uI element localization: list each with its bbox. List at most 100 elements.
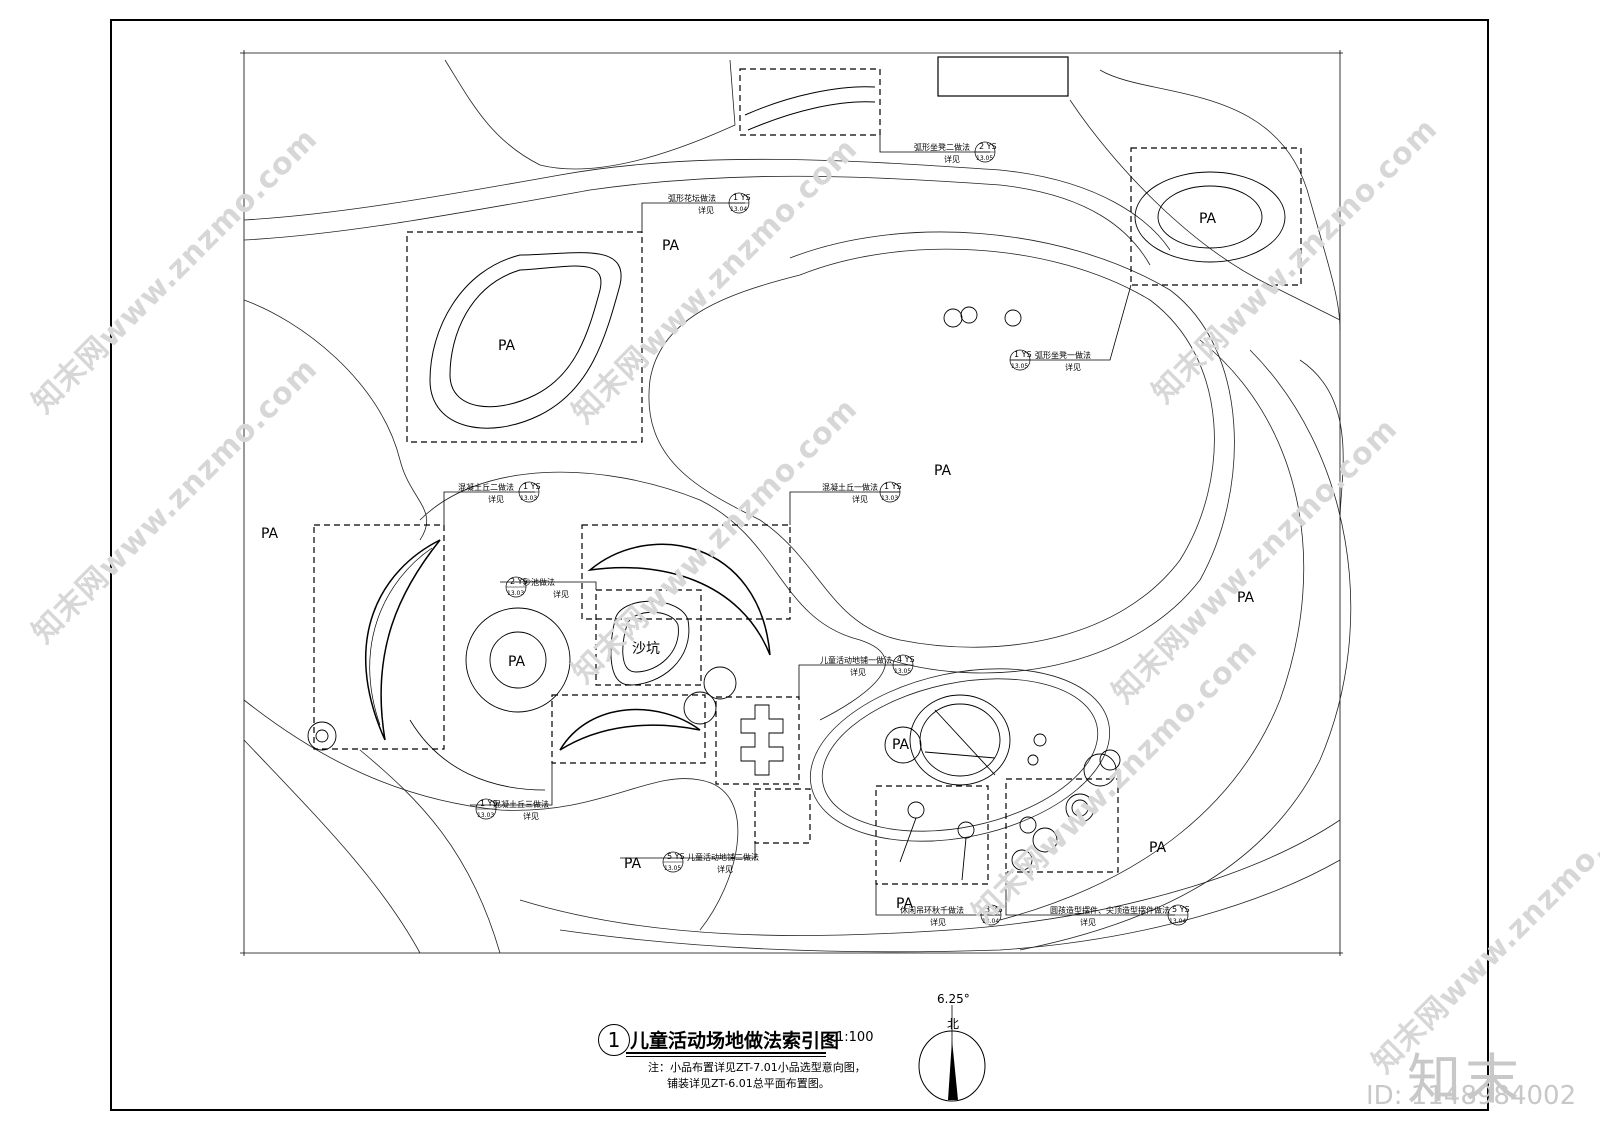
arc-bench-inner: [747, 101, 876, 131]
callout-text: 混凝土丘三做法: [493, 799, 549, 809]
callout-sheet: 13.03: [881, 495, 898, 502]
left-lawn: [243, 299, 428, 541]
callout-box-sand: [595, 589, 702, 686]
drop-planter-outer: [429, 252, 622, 429]
trees-c: [1004, 309, 1022, 327]
callout-text: 弧形坐凳二做法: [914, 142, 970, 152]
callout-sheet: 13.03: [520, 495, 537, 502]
crescent-mound-bottom: [559, 708, 701, 751]
callout-sheet: 13.04: [1169, 918, 1186, 925]
title-underline: [626, 1052, 826, 1054]
callout-box-drop-planter: [406, 231, 643, 443]
pa-label: PA: [261, 526, 279, 542]
sand-pit-inner: [622, 611, 679, 673]
callout-number: 4 YS: [897, 655, 915, 664]
callout-box-arc-bench: [739, 68, 881, 136]
round-plaza-outer: [465, 607, 571, 713]
pa-label: PA: [1149, 840, 1167, 856]
building-block: [937, 56, 1069, 97]
leader-5: [789, 491, 900, 525]
crescent-mound-left-inner: [369, 547, 433, 726]
tr-planter-outer: [1134, 171, 1286, 263]
pa-label: PA: [934, 463, 952, 479]
swing-bar-b: [924, 751, 996, 759]
callout-number: 1 YS: [884, 482, 902, 491]
callout-box-footprints: [754, 788, 811, 844]
crescent-mound-left: [364, 539, 441, 741]
callout-sheet: 13.04: [982, 918, 999, 925]
swing-bar-a: [934, 709, 996, 776]
brand-logo: 知末: [1407, 1048, 1523, 1111]
ornament-2: [1071, 799, 1089, 817]
trees-b: [960, 306, 978, 324]
leader-4: [443, 491, 535, 525]
right-band-e: [1069, 99, 1341, 321]
title-number: 1: [598, 1024, 630, 1056]
callout-text: 弧形花坛做法: [668, 193, 716, 203]
drawing-scale: 1:100: [836, 1030, 874, 1045]
north-label: 北: [947, 1017, 959, 1031]
swing-arm-b: [961, 837, 967, 881]
drawing-note-line-2: 铺装详见ZT-6.01总平面布置图。: [667, 1077, 830, 1090]
drop-planter-inner: [449, 265, 602, 408]
leader-8: [470, 763, 553, 806]
callout-ref: 详见: [850, 667, 866, 677]
swing-post-a: [907, 801, 925, 819]
right-band-b: [1019, 349, 1352, 951]
callout-text: 混凝土丘二做法: [458, 482, 514, 492]
path-top-a: [243, 158, 1171, 251]
callout-box-mound-top: [581, 524, 791, 620]
callout-text: 混凝土丘一做法: [822, 482, 878, 492]
callout-number: 5 YS: [1172, 905, 1190, 914]
right-band-d: [1099, 69, 1341, 331]
callout-text: 弧形坐凳一做法: [1035, 350, 1091, 360]
callout-box-swing: [875, 785, 989, 885]
callout-box-tr-planter: [1130, 147, 1302, 286]
callout-ref: 详见: [488, 494, 504, 504]
post-d: [1083, 753, 1117, 787]
pa-label: PA: [624, 856, 642, 872]
callout-text: 沙池做法: [523, 577, 555, 587]
callout-number: 1 YS: [480, 799, 498, 808]
callout-box-ornaments: [1005, 778, 1119, 873]
callout-sheet: 13.04: [730, 206, 747, 213]
sand-pit-label: 沙坑: [632, 641, 660, 657]
play-pad-inner: [821, 678, 1099, 832]
swing-post-b: [957, 821, 975, 839]
leader-6: [500, 581, 597, 590]
callout-ref: 详见: [523, 811, 539, 821]
pa-ring-small: [884, 726, 922, 764]
pa-label: PA: [1237, 590, 1255, 606]
callout-text: 休闲吊环秋千做法: [900, 905, 964, 915]
post-b: [1027, 754, 1039, 766]
pa-label: PA: [1199, 211, 1217, 227]
lower-band-a: [243, 699, 739, 931]
callout-number: 2 YS: [979, 142, 997, 151]
lower-band-d: [519, 819, 1341, 936]
arc-bench-outer: [744, 86, 876, 116]
central-lawn: [648, 248, 1215, 648]
ornament-3: [1032, 827, 1058, 853]
ring-a: [703, 666, 737, 700]
pa-label: PA: [662, 238, 680, 254]
small-circle: [307, 721, 337, 751]
callout-box-hopscotch: [715, 696, 800, 785]
right-band-c: [1299, 359, 1344, 521]
callout-number: 1 YS: [523, 482, 541, 491]
callout-ref: 详见: [553, 589, 569, 599]
lower-band-b: [243, 739, 421, 954]
leader-2: [641, 202, 745, 232]
callout-sheet: 13.05: [1011, 363, 1028, 370]
callout-number: 2 YS: [510, 577, 528, 586]
tr-planter-inner: [1157, 185, 1263, 249]
callout-number: 3 YS: [985, 905, 1003, 914]
hopscotch: [740, 704, 784, 776]
crescent-mound-low: [409, 719, 546, 791]
drawing-note-line-1: 注：小品布置详见ZT-7.01小品选型意向图，: [648, 1061, 866, 1074]
callout-sheet: 13.05: [976, 155, 993, 162]
ornament-4: [1011, 849, 1033, 871]
callout-ref: 详见: [1065, 362, 1081, 372]
leader-7: [798, 664, 910, 697]
ring-b: [683, 691, 717, 725]
